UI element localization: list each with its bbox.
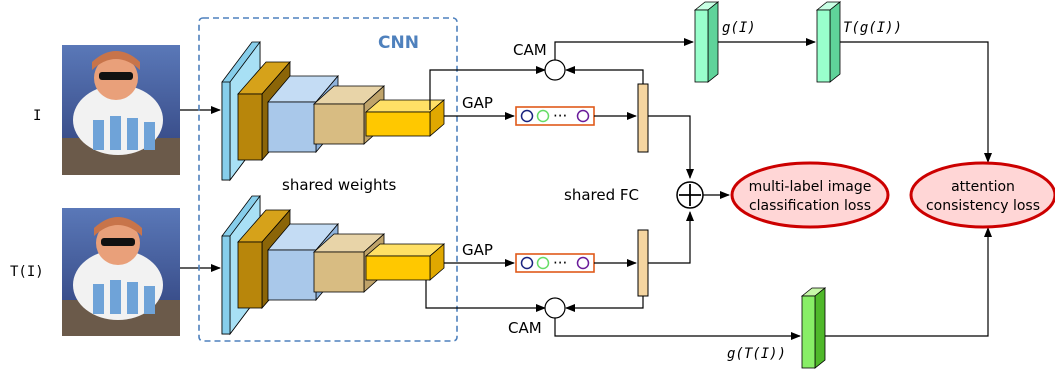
arrow-fc-weights-to-cam-bottom	[565, 296, 644, 312]
arrow-fc-top-to-sum	[648, 115, 694, 179]
gI-label: g(I)	[722, 20, 756, 36]
arrow-TgI-to-attention-loss	[840, 41, 992, 163]
fc-layer-top	[637, 83, 649, 153]
cnn-box	[198, 17, 458, 342]
classification-loss-node	[730, 161, 890, 229]
classification-loss-line1: multi-label image	[749, 179, 872, 195]
attention-map-gI	[693, 1, 720, 83]
arrow-cam-to-gI	[554, 38, 694, 60]
gap-dots-top: ···	[553, 107, 567, 125]
gap-vector-top	[515, 106, 595, 126]
cam-node-bottom	[544, 297, 566, 319]
shared-weights-label: shared weights	[282, 176, 396, 194]
shared-fc-label: shared FC	[564, 186, 639, 204]
gap-dots-bottom: ···	[553, 254, 567, 272]
arrow-feature-to-cam-bottom	[425, 280, 546, 312]
arrow-fc-weights-to-cam-top	[565, 66, 644, 84]
cam-label-top: CAM	[513, 41, 547, 59]
sum-node	[676, 181, 704, 209]
arrow-cam-to-gTI	[554, 318, 801, 340]
cnn-stack-top	[221, 40, 446, 182]
attention-consistency-loss-node	[909, 161, 1055, 229]
input-label-transformed: T(I)	[10, 264, 44, 280]
cnn-stack-bottom	[221, 194, 446, 336]
gap-label-bottom: GAP	[462, 241, 493, 259]
cam-label-bottom: CAM	[508, 319, 542, 337]
arrow-fc-bottom-to-sum	[648, 211, 694, 264]
arrow-gTI-to-attention-loss	[825, 227, 992, 337]
cam-node-top	[544, 59, 566, 81]
gTI-label: g(T(I))	[727, 346, 786, 362]
attention-map-gTI	[800, 287, 827, 369]
gap-label-top: GAP	[462, 94, 493, 112]
input-image-original	[62, 45, 180, 175]
input-image-transformed	[62, 208, 180, 336]
attention-loss-line2: consistency loss	[926, 198, 1040, 214]
input-label-original: I	[33, 108, 41, 124]
attention-map-TgI	[815, 1, 842, 83]
cnn-title: CNN	[378, 33, 419, 53]
fc-layer-bottom	[637, 229, 649, 297]
classification-loss-line2: classification loss	[749, 198, 871, 214]
arrow-feature-to-cam-top	[429, 66, 546, 110]
TgI-label: T(g(I))	[843, 20, 902, 36]
attention-loss-line1: attention	[951, 179, 1015, 195]
